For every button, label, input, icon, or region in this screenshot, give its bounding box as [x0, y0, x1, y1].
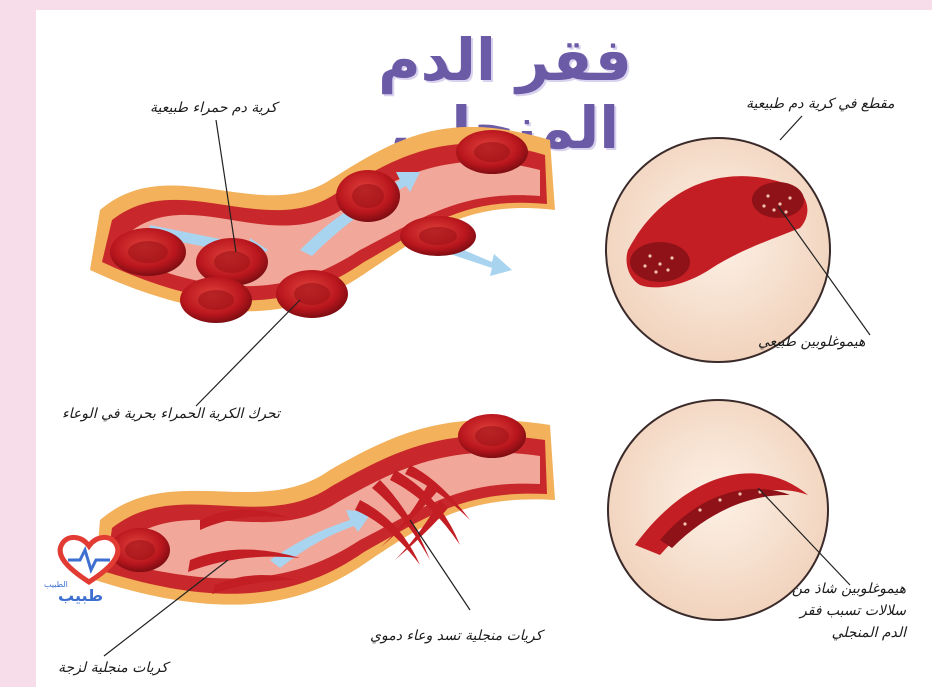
red-blood-cell [458, 414, 526, 458]
red-blood-cell [400, 216, 476, 256]
red-blood-cell [336, 170, 400, 222]
red-blood-cell [456, 130, 528, 174]
normal-vessel [90, 127, 555, 323]
red-blood-cell [180, 277, 252, 323]
site-logo: الطبيب طبيب [44, 530, 134, 610]
normal-cell-section [606, 138, 830, 362]
normal-hemoglobin-label: هيموغلوبين طبيعي [758, 334, 865, 350]
blocking-cells-label: كريات منجلية تسد وعاء دموي [370, 628, 542, 644]
movement-label: تحرك الكرية الحمراء بحرية في الوعاء [62, 406, 280, 422]
sticky-cells-label: كريات منجلية لزجة [58, 660, 168, 676]
normal-cell-label: كرية دم حمراء طبيعية [150, 100, 277, 116]
sickle-vessel [95, 414, 555, 605]
abnormal-hemoglobin-label: هيموغلوبين شاذ من سلالات تسبب فقر الدم ا… [786, 578, 906, 644]
red-blood-cell [110, 228, 186, 276]
red-blood-cell [276, 270, 348, 318]
logo-text: طبيب [58, 586, 103, 605]
normal-section-label: مقطع في كرية دم طبيعية [746, 96, 894, 112]
